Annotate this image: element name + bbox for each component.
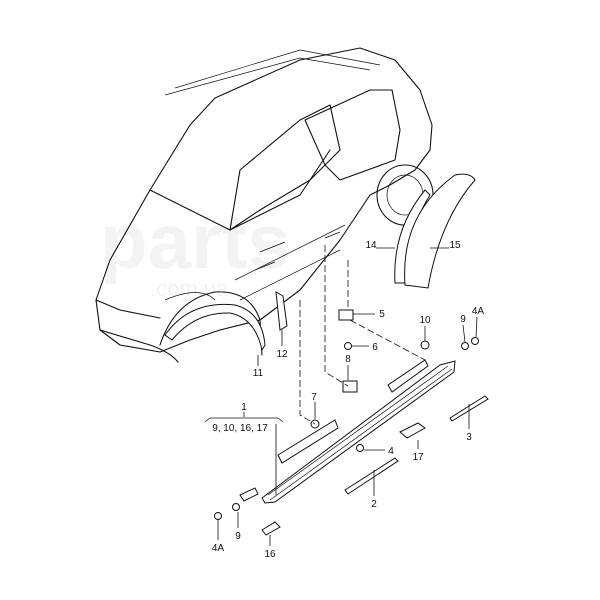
watermark-domain: .com.ua [150,276,229,301]
clip-5 [338,309,354,321]
bracket-16 [261,521,281,536]
wheel-arch-extension-15 [404,173,476,289]
screw-4 [356,444,364,452]
clip-8 [342,380,358,393]
clip-10 [420,340,430,350]
car-body-outline [95,47,434,363]
washer-9-top [461,342,469,350]
callout-11: 11 [253,368,264,379]
bracket-17 [399,422,426,439]
callout-7: 7 [311,392,317,403]
sill-panel-1 [239,359,456,504]
callout-1-includes: 9, 10, 16, 17 [212,423,268,434]
callout-15: 15 [449,240,461,251]
front-wheel-arch-11 [164,303,266,352]
callout-4: 4 [388,446,394,457]
callout-9-top: 9 [460,314,466,325]
bolt-4a-top [471,337,479,345]
trim-piece-12 [275,291,288,331]
callout-8: 8 [345,354,351,365]
callout-2: 2 [371,499,377,510]
callout-14: 14 [365,240,377,251]
screw-6 [344,342,352,350]
callout-9-bottom: 9 [235,531,241,542]
leader-lines [204,247,478,546]
watermark: parts [100,197,291,285]
callout-4a-bottom: 4A [212,543,225,554]
washer-9-bottom [232,503,240,511]
callout-4a-top: 4A [472,306,485,317]
callout-1: 1 [241,402,247,413]
callout-6: 6 [372,342,378,353]
callout-16: 16 [264,549,276,560]
callout-3: 3 [466,432,472,443]
callout-5: 5 [379,309,385,320]
trim-strip-2 [344,457,399,495]
callout-12: 12 [276,349,288,360]
callout-10: 10 [419,315,431,326]
assembly-lines [299,245,426,425]
bolt-4a-bottom [214,512,222,520]
callout-17: 17 [412,452,424,463]
